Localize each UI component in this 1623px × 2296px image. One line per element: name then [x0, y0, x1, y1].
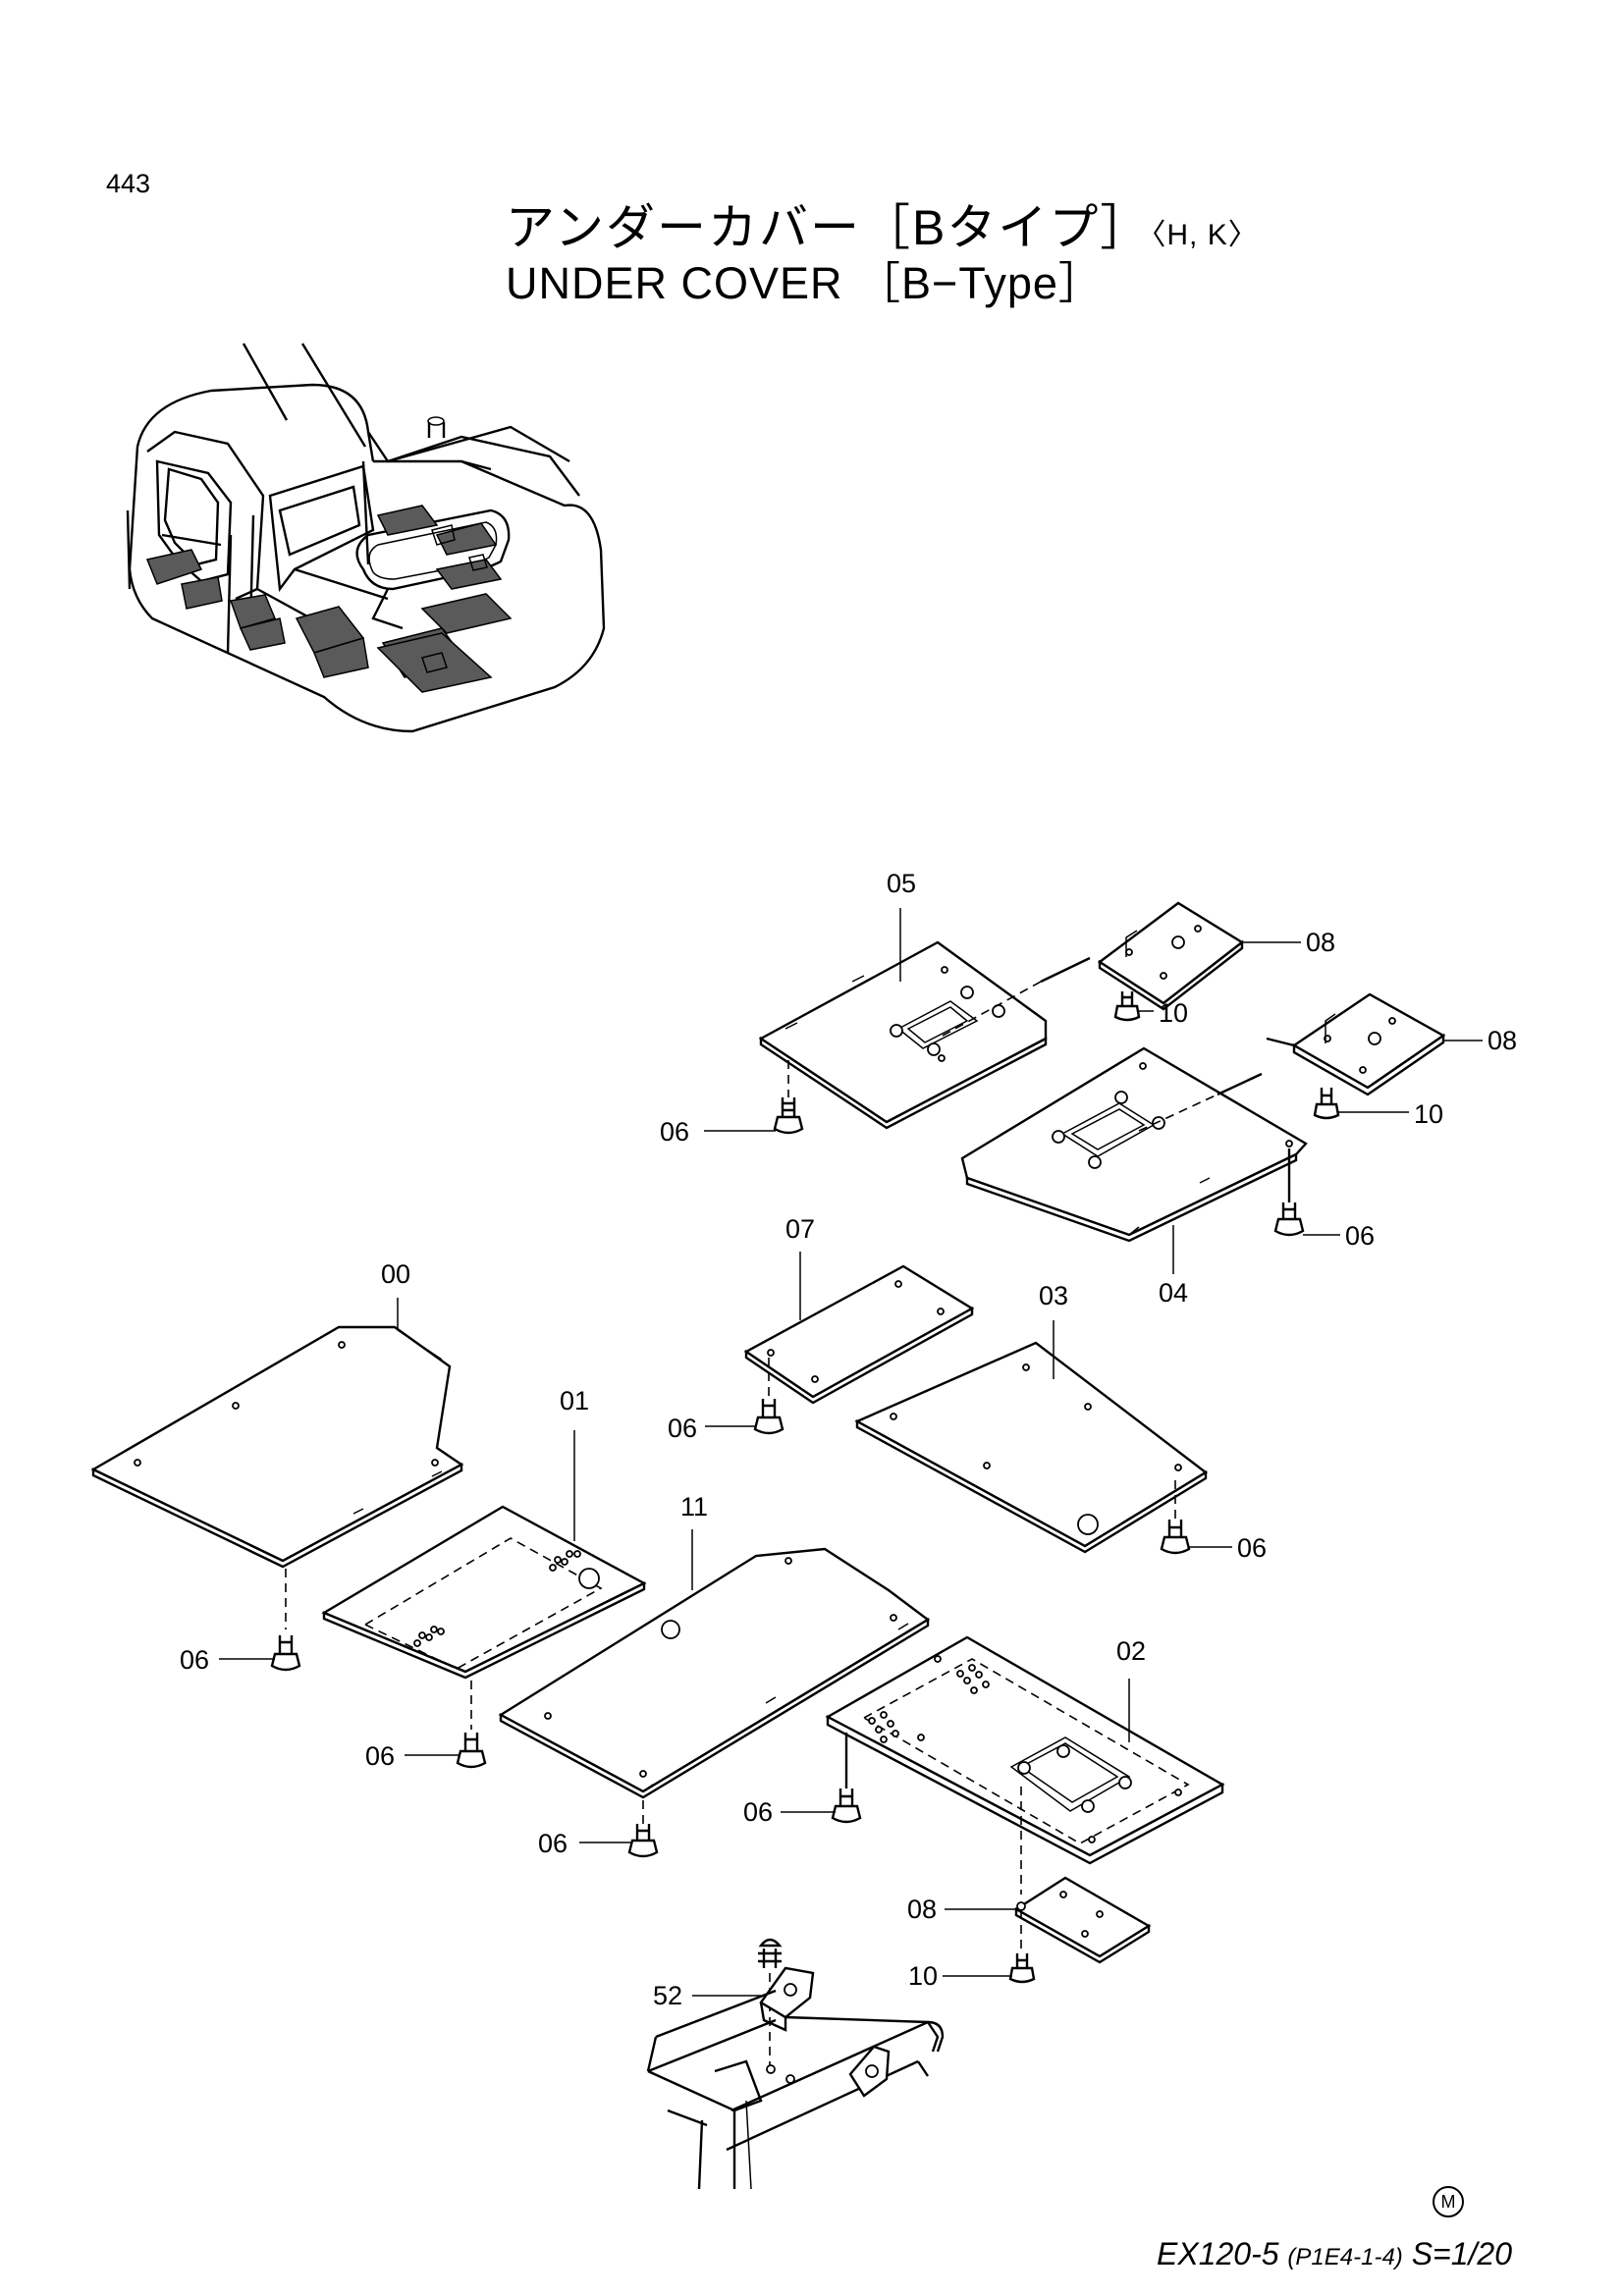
- callout-52: 52: [653, 1981, 683, 2010]
- part-08-plate-right: [1266, 992, 1446, 1096]
- m-mark: M: [1433, 2186, 1464, 2217]
- bolt-10-a: [1113, 991, 1141, 1022]
- part-00-plate: [90, 1325, 464, 1569]
- bolt-06-b: [1273, 1148, 1305, 1237]
- callout-07: 07: [785, 1214, 816, 1244]
- callout-02: 02: [1116, 1636, 1147, 1666]
- page-number: 443: [106, 169, 151, 198]
- drawing-code: (P1E4-1-4): [1287, 2244, 1403, 2270]
- title-variant: 〈H, K〉: [1151, 219, 1259, 251]
- part-11-plate: [498, 1547, 931, 1799]
- bolt-10-c: [1008, 1953, 1036, 1984]
- bolt-06-d: [1160, 1480, 1191, 1555]
- callout-03: 03: [1039, 1281, 1069, 1310]
- callout-08-upper: 08: [1306, 928, 1336, 957]
- callout-01: 01: [560, 1386, 590, 1415]
- callout-06-00: 06: [180, 1645, 210, 1675]
- callout-08-lower: 08: [907, 1895, 938, 1924]
- callout-10-lower: 10: [908, 1961, 939, 1991]
- callout-05: 05: [887, 869, 917, 898]
- part-03-plate: [854, 1341, 1209, 1554]
- bolt-06-c: [753, 1358, 784, 1435]
- part-07-plate: [743, 1264, 975, 1405]
- drawing-scale: S=1/20: [1411, 2236, 1512, 2271]
- part-02-plate: [825, 1635, 1225, 1895]
- footer-model-info: EX120-5 (P1E4-1-4) S=1/20: [1157, 2236, 1512, 2272]
- part-01-plate: [321, 1505, 647, 1680]
- part-08-plate-upper: [1097, 901, 1245, 1011]
- callout-10-upper: 10: [1159, 998, 1189, 1028]
- callout-06-11: 06: [538, 1829, 568, 1858]
- callout-04: 04: [1159, 1278, 1189, 1308]
- part-05-plate: [758, 940, 1091, 1130]
- title-japanese: アンダーカバー［Bタイプ］〈H, K〉: [506, 188, 1259, 259]
- callout-11: 11: [680, 1492, 709, 1522]
- title-japanese-text: アンダーカバー［Bタイプ］: [506, 200, 1152, 255]
- part-04-plate: [960, 1046, 1308, 1243]
- part-52-bracket-and-frame: [646, 1938, 945, 2190]
- callout-06-02: 06: [743, 1797, 774, 1827]
- bolt-06-g: [627, 1800, 659, 1858]
- callout-06-05: 06: [660, 1117, 690, 1147]
- bolt-06-h: [831, 1733, 862, 1824]
- callout-06-01: 06: [365, 1741, 396, 1771]
- callout-00: 00: [381, 1259, 411, 1289]
- callout-10-right: 10: [1414, 1099, 1444, 1129]
- title-english: UNDER COVER ［B−Type］: [506, 258, 1104, 308]
- callout-06-07: 06: [668, 1414, 698, 1443]
- model-name: EX120-5: [1157, 2236, 1279, 2271]
- part-08-plate-lower: [1013, 1876, 1152, 1964]
- bolt-06-a: [773, 1060, 804, 1135]
- callout-08-right: 08: [1488, 1026, 1518, 1055]
- callout-06-03: 06: [1237, 1533, 1268, 1563]
- bolt-06-f: [456, 1681, 487, 1769]
- leader-lines: [219, 908, 1483, 1997]
- bolt-10-b: [1313, 1088, 1340, 1120]
- bolt-06-e: [270, 1569, 301, 1672]
- machine-overview-illustration: [126, 343, 606, 733]
- callout-06-04: 06: [1345, 1221, 1376, 1251]
